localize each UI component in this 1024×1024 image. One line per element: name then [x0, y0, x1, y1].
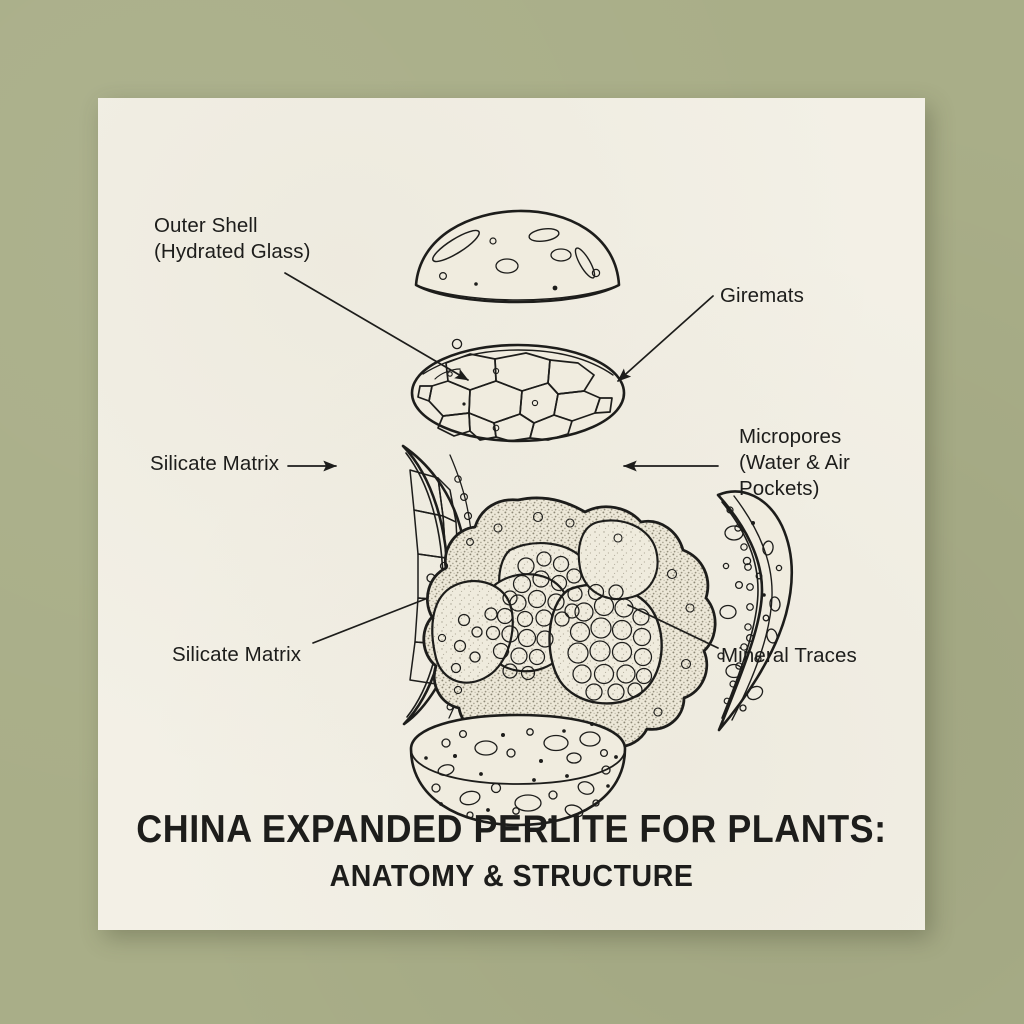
right-crescent-micropores	[716, 490, 793, 732]
label-micropores: Micropores (Water & Air Pockets)	[739, 425, 850, 500]
label-silicate-matrix-left: Silicate Matrix	[150, 452, 280, 475]
honeycomb-cap	[410, 343, 626, 443]
page-subtitle: ANATOMY & STRUCTURE	[329, 858, 694, 893]
page-title: CHINA EXPANDED PERLITE FOR PLANTS:	[136, 808, 887, 851]
poster-title-block: CHINA EXPANDED PERLITE FOR PLANTS: ANATO…	[98, 808, 925, 894]
leader-silicate-matrix-bottom	[312, 597, 429, 644]
perlite-anatomy-diagram	[284, 209, 793, 827]
label-mineral-traces: Mineral Traces	[721, 644, 857, 667]
leader-outer-shell	[284, 272, 469, 381]
top-dome-outer-shell	[414, 209, 621, 366]
label-silicate-matrix-bottom: Silicate Matrix	[172, 643, 302, 666]
central-porous-granule	[422, 496, 717, 756]
bottom-bowl-mineral-traces	[409, 713, 627, 827]
label-giremats: Giremats	[720, 284, 804, 307]
poster-card: Outer Shell (Hydrated Glass) Giremats Si…	[98, 98, 925, 930]
label-outer-shell: Outer Shell (Hydrated Glass)	[154, 214, 311, 263]
leader-giremats	[617, 295, 714, 382]
leader-mineral-traces	[627, 604, 719, 649]
